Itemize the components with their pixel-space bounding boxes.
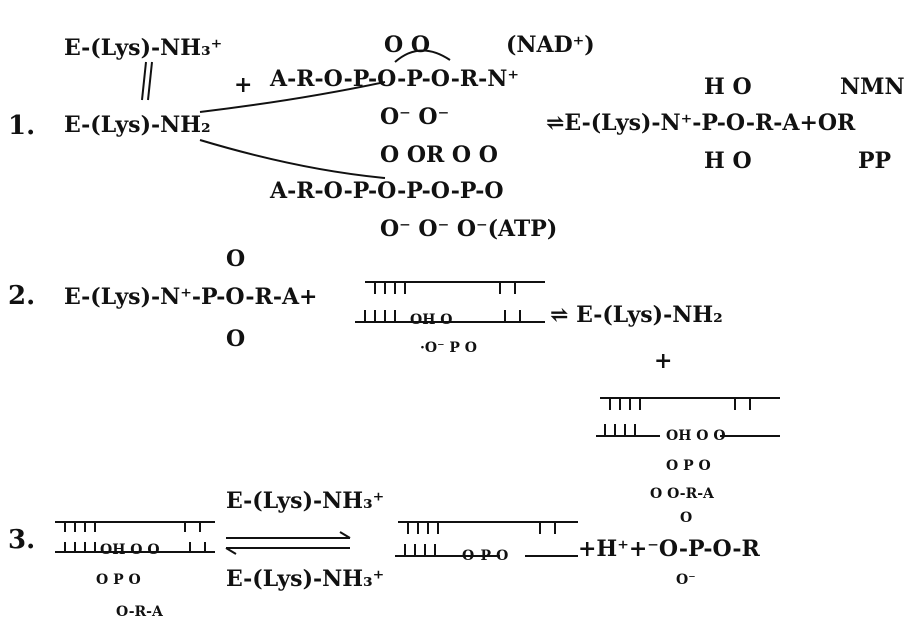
step2-reactant-top-o: O: [226, 246, 245, 272]
atp-chain: A-R-O-P-O-P-O-P-O: [269, 178, 504, 204]
adenylated-tail: O O-R-A: [650, 486, 715, 502]
step2-plus: +: [654, 348, 672, 374]
step2-reactant: E-(Lys)-N⁺-P-O-R-A+: [64, 284, 317, 310]
step-2-number: 2.: [8, 281, 35, 311]
nmn-label: NMN: [840, 74, 905, 100]
electron-arrow-icon: [394, 49, 451, 63]
attack-arrow-icon: [199, 81, 386, 113]
step2-enzyme-product: ⇌ E-(Lys)-NH₂: [550, 302, 723, 328]
nicked-dna-icon: [355, 281, 545, 323]
arrow-top-enzyme: E-(Lys)-NH₃⁺: [226, 488, 384, 514]
enzyme-amp-product: ⇌E-(Lys)-N⁺-P-O-R-A+OR: [546, 110, 856, 136]
adenylated-dna-icon: [596, 397, 780, 437]
nicked-adenylated-dna-icon: [55, 521, 215, 553]
attack-arrow-atp-icon: [199, 139, 386, 179]
step3-nick-labels: OH O O: [100, 542, 160, 558]
pp-label: PP: [858, 148, 891, 174]
equilibrium-arrows-icon: [225, 531, 351, 555]
amp-top-o: O: [680, 510, 692, 526]
nick-phosphate: ·O⁻ P O: [420, 340, 477, 356]
atp-top-oxygens: O OR O O: [380, 142, 498, 168]
step3-nick-tail: O-R-A: [116, 604, 164, 620]
enzyme-free: E-(Lys)-NH₂: [64, 112, 211, 138]
nick-labels: OH O: [410, 312, 453, 328]
atp-bottom-oxygens: O⁻ O⁻ O⁻(ATP): [380, 216, 557, 242]
enzyme-protonated: E-(Lys)-NH₃⁺: [64, 35, 222, 61]
sealed-phosphate: O-P-O: [462, 548, 508, 564]
nad-label: (NAD⁺): [506, 32, 595, 58]
adenylated-labels: OH O O: [666, 428, 726, 444]
product-bottom-atoms: H O: [704, 148, 752, 174]
step-3-number: 3.: [8, 525, 35, 555]
step3-nick-p: O P O: [96, 572, 141, 588]
arrow-bottom-enzyme: E-(Lys)-NH₃⁺: [226, 566, 384, 592]
step2-reactant-bottom-o: O: [226, 326, 245, 352]
product-top-atoms: H O: [704, 74, 752, 100]
step-1-number: 1.: [8, 111, 35, 141]
sealed-dna-icon: [395, 521, 578, 557]
nad-chain: A-R-O-P-O-P-O-R-N⁺: [269, 66, 519, 92]
equilibrium-arrow-icon: [141, 61, 153, 101]
plus-sign: +: [234, 72, 252, 98]
nad-bottom-oxygens: O⁻ O⁻: [380, 104, 449, 130]
step3-products: +H⁺+⁻O-P-O-R: [578, 536, 761, 562]
amp-bottom-o: O⁻: [676, 572, 696, 588]
adenylated-phosphate: O P O: [666, 458, 711, 474]
